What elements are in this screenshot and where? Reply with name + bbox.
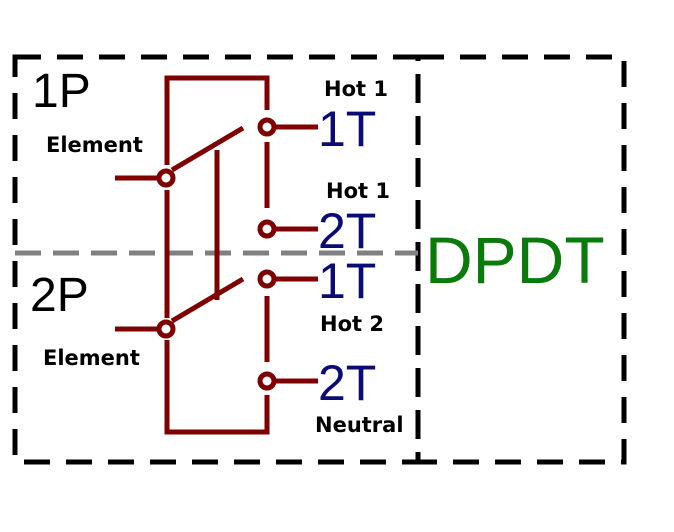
pole-1-common-label: Element — [46, 133, 143, 157]
pole-2-throw-2-terminal — [257, 371, 277, 391]
pole-1-throw-2-label: 2T — [318, 203, 376, 259]
switch-wiring — [115, 75, 318, 435]
pole-2-throw-2-connection: Neutral — [315, 413, 404, 437]
pole-link-loop-bottom — [164, 340, 270, 435]
pole-1-throw-1-label: 1T — [318, 101, 376, 157]
pole-1-throw-1-terminal — [257, 117, 277, 137]
pole-2-common-terminal — [156, 319, 176, 339]
pole-2-label: 2P — [30, 269, 89, 322]
terminals — [156, 117, 277, 391]
pole-2-throw-1-label: 1T — [318, 253, 376, 309]
pole-link-loop — [164, 75, 270, 165]
pole-2-common-label: Element — [43, 346, 140, 370]
pole-1-throw-1-connection: Hot 1 — [324, 77, 388, 101]
pole-1-throw-2-terminal — [257, 219, 277, 239]
switch-type-label: DPDT — [425, 223, 605, 297]
pole-1-common-terminal — [156, 168, 176, 188]
pole-1-throw-2-connection: Hot 1 — [326, 179, 390, 203]
type-section-border — [415, 54, 627, 465]
pole-2-throw-1-terminal — [257, 269, 277, 289]
pole-1-blade — [170, 125, 245, 173]
pole-2-throw-2-label: 2T — [318, 355, 376, 411]
pole-2-throw-1-connection: Hot 2 — [320, 312, 384, 336]
pole-2-blade — [170, 276, 245, 324]
enclosure-borders — [12, 54, 627, 465]
pole-1-label: 1P — [32, 65, 91, 118]
